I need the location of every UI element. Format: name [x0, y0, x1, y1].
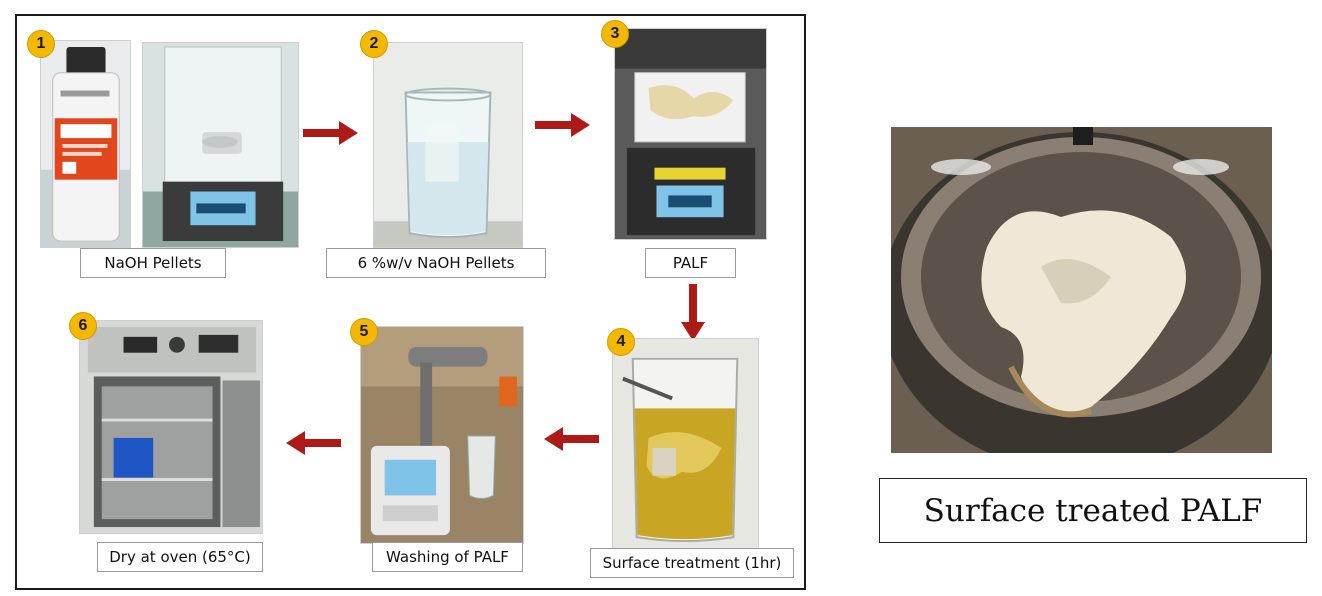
drying-oven-photo — [79, 320, 263, 534]
arrow-left-icon — [286, 431, 341, 455]
step-3-badge: 3 — [601, 20, 629, 48]
step-2-badge: 2 — [360, 30, 388, 58]
result-label: Surface treated PALF — [879, 478, 1307, 543]
arrow-right-icon — [535, 113, 590, 137]
process-diagram-frame: 1 NaOH Pellets 2 6 %w/v NaOH Pellets — [15, 14, 806, 590]
step-4-badge: 4 — [607, 328, 635, 356]
arrow-left-icon — [544, 427, 599, 451]
naoh-bottle-photo — [40, 40, 131, 248]
arrow-right-icon — [303, 121, 358, 145]
step-2-label: 6 %w/v NaOH Pellets — [326, 248, 546, 278]
washing-ph-meter-photo — [360, 326, 524, 544]
step-5-label: Washing of PALF — [372, 542, 523, 572]
step-1-badge: 1 — [27, 30, 55, 58]
surface-treatment-beaker-photo — [612, 338, 759, 549]
step-4-label: Surface treatment (1hr) — [590, 548, 794, 578]
palf-weighing-photo — [614, 28, 767, 240]
step-1-label: NaOH Pellets — [80, 248, 226, 278]
step-3-label: PALF — [645, 248, 736, 278]
naoh-solution-beaker-photo — [373, 42, 523, 248]
step-6-label: Dry at oven (65°C) — [97, 542, 263, 572]
step-5-badge: 5 — [350, 318, 378, 346]
arrow-down-icon — [681, 284, 705, 341]
step-6-badge: 6 — [69, 312, 97, 340]
balance-weighing-photo — [142, 42, 299, 248]
surface-treated-palf-photo — [891, 127, 1272, 453]
